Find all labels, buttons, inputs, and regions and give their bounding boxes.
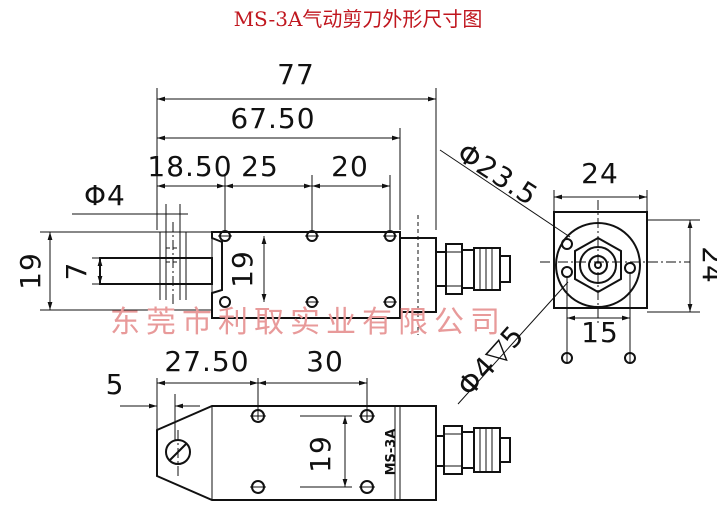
dim-total-height: 19 bbox=[14, 252, 47, 290]
top-view: 77 67.50 18.50 25 20 Φ4 bbox=[14, 58, 511, 335]
air-fitting-top bbox=[435, 243, 511, 295]
dim-body-width: 24 bbox=[581, 157, 619, 190]
part-marking: MS-3A bbox=[384, 429, 399, 476]
bottom-view: 5 27.50 30 19 MS-3A bbox=[106, 345, 511, 501]
dim-overall-length: 77 bbox=[277, 58, 315, 91]
dim-mount-pitch: 15 bbox=[581, 316, 619, 349]
mount-holes-top bbox=[218, 230, 397, 308]
dim-hole-offset-top: 18.50 bbox=[147, 150, 232, 183]
dim-hole-pitch-right: 20 bbox=[331, 150, 369, 183]
dim-pin-diameter: Φ4 bbox=[84, 179, 126, 212]
end-view: 24 24 Φ23.5 15 Φ4▽5 bbox=[439, 136, 717, 405]
dim-bottom-left: 5 bbox=[106, 368, 125, 401]
dim-body-length: 67.50 bbox=[230, 102, 315, 135]
dim-bottom-pitch: 30 bbox=[306, 345, 344, 378]
drawing-title: MS-3A气动剪刀外形尺寸图 bbox=[234, 7, 483, 31]
air-fitting-bottom bbox=[435, 425, 511, 475]
dim-body-height: 24 bbox=[696, 246, 717, 284]
dim-blade-thickness: 7 bbox=[60, 262, 93, 281]
dim-hole-pitch-top: 25 bbox=[241, 150, 279, 183]
company-watermark: 东莞市利取实业有限公司 bbox=[110, 305, 506, 340]
dim-bottom-height: 19 bbox=[304, 435, 337, 473]
dim-bottom-offset: 27.50 bbox=[164, 345, 249, 378]
dim-body-diameter: Φ23.5 bbox=[451, 136, 544, 212]
dim-hole-spacing-side: 19 bbox=[226, 250, 259, 288]
